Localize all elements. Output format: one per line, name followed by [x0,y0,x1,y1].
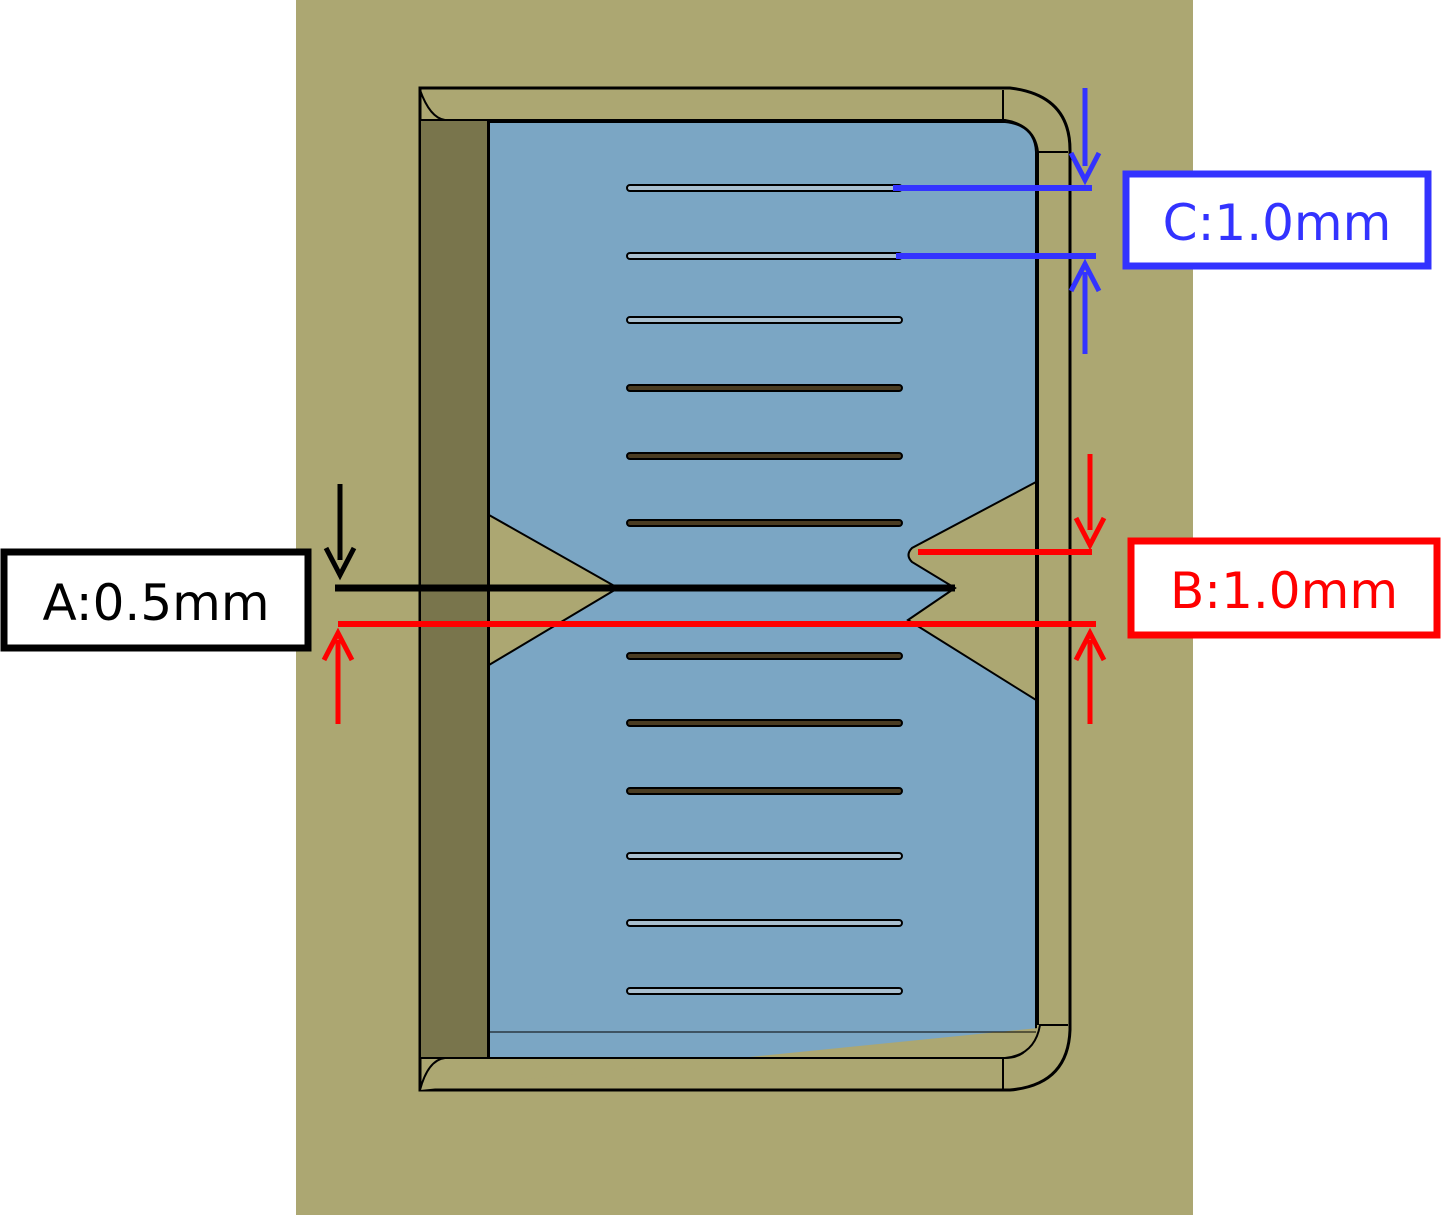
arrow-down-icon [1073,516,1107,551]
dimension-a: A:0.5mm [0,484,955,652]
arrow-up-icon [321,627,355,662]
label-b-box [1127,537,1441,639]
slit [626,652,903,660]
arrow-up-icon [1073,627,1107,662]
arrow-down-icon [323,546,357,581]
arrow-up-icon [1068,258,1102,293]
bottom-rim [419,1024,1068,1091]
arrow-down-icon [1068,151,1102,186]
label-a: A:0.5mm [42,574,269,632]
slit [626,452,903,460]
slit [626,719,903,727]
slit [626,384,903,392]
slit [626,184,903,192]
top-rim [419,89,1068,153]
right-notch [906,480,1037,702]
slit [626,316,903,324]
slits [626,184,903,995]
slit [626,519,903,527]
dimension-b: B:1.0mm [321,454,1441,724]
label-c-box [1122,170,1432,270]
dimension-c: C:1.0mm [893,88,1432,354]
label-c: C:1.0mm [1163,194,1392,252]
slit [626,787,903,795]
label-a-box [0,548,312,652]
slit [626,919,903,927]
slit [626,987,903,995]
slit [626,252,903,260]
slit [626,852,903,860]
label-b: B:1.0mm [1170,562,1398,620]
